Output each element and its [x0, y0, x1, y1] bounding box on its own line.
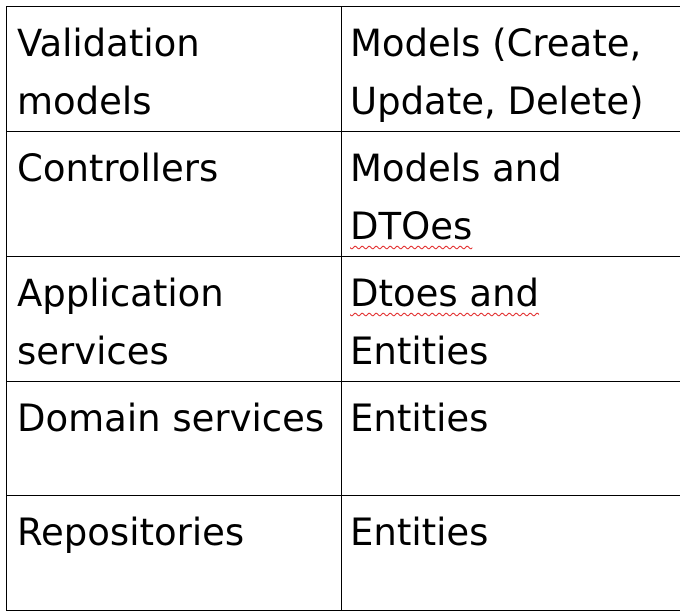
cell-text-line: Repositories: [17, 504, 341, 562]
table-cell-layer[interactable]: Controllers: [7, 132, 342, 257]
cell-text-line: Update, Delete): [350, 73, 680, 131]
cell-text-line: Domain services: [17, 390, 341, 448]
table-cell-models[interactable]: Models (Create, Update, Delete): [342, 7, 680, 132]
table-cell-models[interactable]: Entities: [342, 496, 680, 611]
table-cell-models[interactable]: Entities: [342, 382, 680, 496]
cell-text-line: services: [17, 323, 341, 381]
cell-text-line: Entities: [350, 504, 680, 562]
table-cell-models[interactable]: Dtoes and Entities: [342, 257, 680, 382]
cell-text-line: Dtoes and: [350, 265, 680, 323]
table-cell-models[interactable]: Models and DTOes: [342, 132, 680, 257]
table-cell-layer[interactable]: Repositories: [7, 496, 342, 611]
table-row: Application services Dtoes and Entities: [7, 257, 680, 382]
table-cell-layer[interactable]: Application services: [7, 257, 342, 382]
table-row: Controllers Models and DTOes: [7, 132, 680, 257]
cell-text-line: Models (Create,: [350, 15, 680, 73]
table-cell-layer[interactable]: Validation models: [7, 7, 342, 132]
cell-text-line: Entities: [350, 390, 680, 448]
cell-text-line: Controllers: [17, 140, 341, 198]
cell-text-line: Application: [17, 265, 341, 323]
table-row: Domain services Entities: [7, 382, 680, 496]
cell-text-line: models: [17, 73, 341, 131]
cell-text-line: Models and: [350, 140, 680, 198]
spellcheck-flagged-phrase[interactable]: Dtoes and: [350, 272, 539, 315]
table-cell-layer[interactable]: Domain services: [7, 382, 342, 496]
layer-models-table: Validation models Models (Create, Update…: [6, 6, 680, 611]
table-row: Repositories Entities: [7, 496, 680, 611]
cell-text-line: Validation: [17, 15, 341, 73]
cell-text-line: DTOes: [350, 198, 680, 256]
table-row: Validation models Models (Create, Update…: [7, 7, 680, 132]
spellcheck-flagged-word[interactable]: DTOes: [350, 205, 472, 248]
cell-text-line: Entities: [350, 323, 680, 381]
